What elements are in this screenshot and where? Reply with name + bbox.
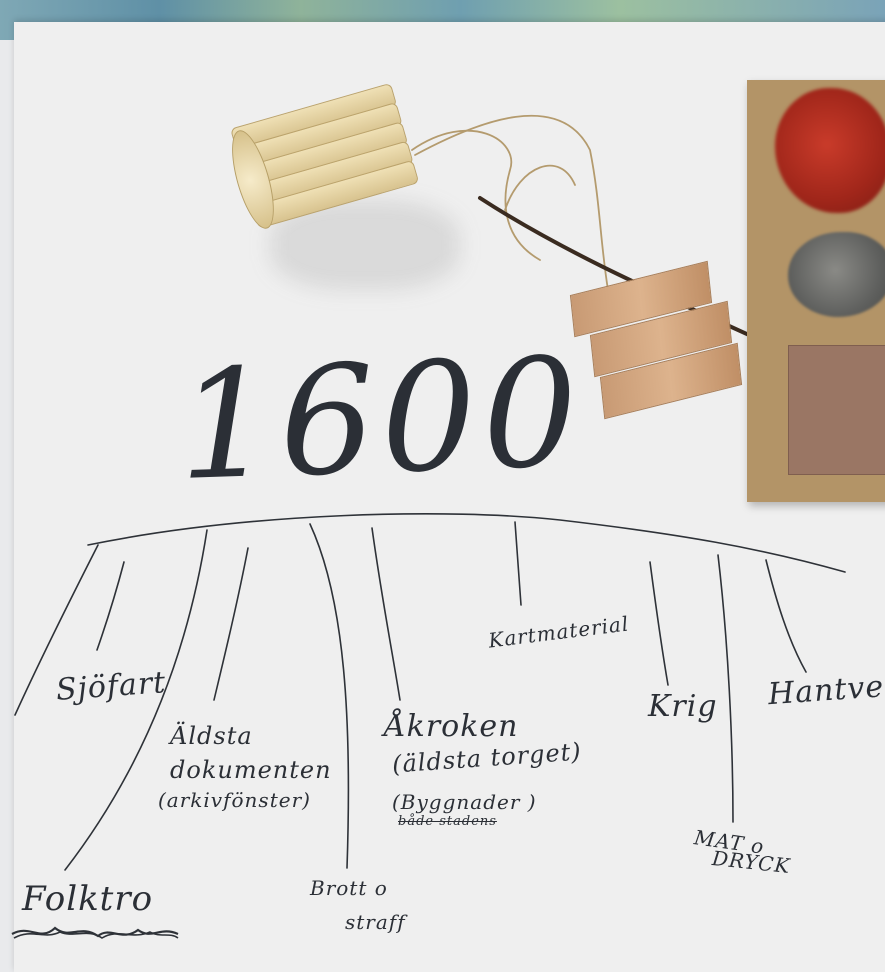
- grey-wool: [788, 232, 885, 317]
- brown-material-sample: [788, 345, 885, 475]
